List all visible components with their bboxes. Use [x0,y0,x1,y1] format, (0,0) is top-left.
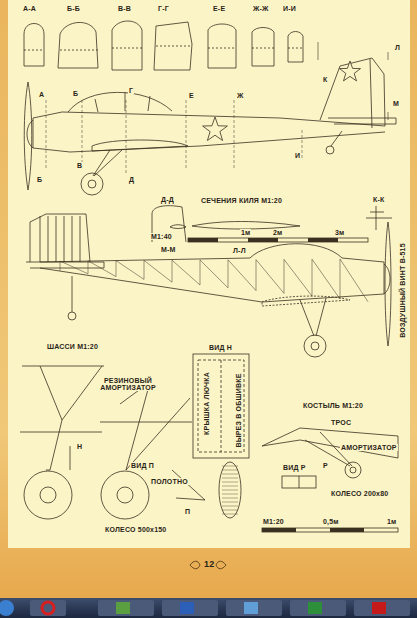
drawing-label: ТРОС [330,419,352,426]
taskbar-icons [0,598,417,618]
drawing-label: М1:20 [262,518,285,525]
fin-sections [152,206,392,242]
vertical-label: ВОЗДУШНЫЙ ВИНТ В-515 [398,242,405,338]
drawing-label: ПОЛОТНО [150,478,189,485]
drawing-label: В-В [117,5,132,12]
drawing-label: Б [72,90,79,97]
drawing-label: ВИД Р [282,464,307,471]
drawing-label: К [322,76,328,83]
drawing-label: И-И [282,5,297,12]
page-number: 12 [203,560,215,569]
drawing-label: Л [394,44,401,51]
drawing-label: Д [128,176,135,183]
drawing-label: Р [322,462,329,469]
drawing-label: К-К [372,196,385,203]
drawing-label: И [294,152,301,159]
drawing-label: В [76,162,83,169]
drawing-label: Л-Л [232,247,247,254]
drawing-label: ШАССИ М1:20 [46,343,99,350]
drawing-label: СЕЧЕНИЯ КИЛЯ М1:20 [200,197,283,204]
drawing-label: Г-Г [157,5,170,12]
drawing-label: Н [76,443,83,450]
drawing-label: Ж-Ж [252,5,270,12]
drawing-label: П [184,508,191,515]
drawing-label: М1:40 [150,233,173,240]
drawing-label: КОСТЫЛЬ М1:20 [302,402,364,409]
drawing-label: Е [188,92,195,99]
drawing-label: ВИД П [130,462,155,469]
drawing-label: М-М [160,246,177,253]
landing-gear-detail [20,354,249,519]
drawing-label: 1м [386,518,397,525]
drawing-label: 0,5м [322,518,340,525]
drawing-label: Ж [236,92,245,99]
taskbar [0,598,417,618]
drawing-label: А-А [22,5,37,12]
drawing-label: Г [128,87,134,94]
vertical-label: КРЫШКА ЛЮЧКА [202,371,209,436]
drawing-label: А [38,91,45,98]
drawing-label: 1м [240,229,251,236]
drawing-label: АМОРТИЗАТОР [340,444,398,451]
drawing-label: ВИД Н [208,344,233,351]
drawing-label: КОЛЕСО 500х150 [104,526,167,533]
drawing-label: Б [36,176,43,183]
scale-bar [188,238,368,242]
fuselage-sections [24,21,303,70]
side-view-right [26,214,391,357]
vertical-label: ВЫРЕЗ В ОБШИВКЕ [235,372,242,448]
drawing-label: М [392,100,400,107]
drawing-label: РЕЗИНОВЫЙ АМОРТИЗАТОР [96,377,160,391]
drawing-label: Д-Д [160,196,175,203]
drawing-label: 3м [334,229,345,236]
drawing-label: КОЛЕСО 200х80 [330,490,389,497]
tail-skid-detail [262,428,398,532]
side-view [24,42,396,195]
drawing-label: Е-Е [212,5,226,12]
drawing-label: 2м [272,229,283,236]
drawing-label: Б-Б [66,5,81,12]
